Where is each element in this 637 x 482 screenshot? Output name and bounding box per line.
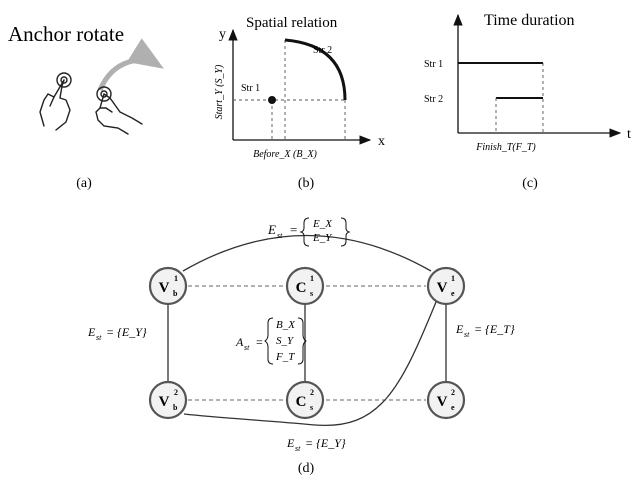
t-axis-letter: t [627,127,631,142]
panel-b-title: Spatial relation [246,15,338,31]
edge-right-label: E st = {E_T} [455,322,515,339]
rotate-arrow-icon [97,38,164,92]
c-x-label: Finish_T(F_T) [475,142,536,153]
panel-c-title: Time duration [484,12,575,29]
str2-label: Str 2 [313,45,332,56]
y-axis-label: Start_Y (S_Y) [214,64,225,119]
svg-text:E: E [87,325,96,339]
node-vb2: V 2 b [148,380,188,420]
node-vb1: V 1 b [148,266,188,306]
svg-text:E_Y: E_Y [312,232,333,244]
str2-arc [284,38,347,101]
svg-text:= {E_Y}: = {E_Y} [305,436,346,450]
svg-text:st: st [464,330,470,339]
svg-text:S_Y: S_Y [276,335,295,347]
svg-text:A: A [235,335,244,349]
c-str1-label: Str 1 [424,59,443,70]
svg-text:1: 1 [310,274,314,283]
svg-text:b: b [173,403,178,412]
panel-c: t Time duration Str 1 Str 2 Finish_T(F_T… [424,12,631,191]
svg-text:b: b [173,289,178,298]
svg-text:E: E [286,436,295,450]
svg-text:V: V [437,394,448,410]
svg-text:=: = [290,222,297,237]
svg-text:E: E [455,322,464,336]
svg-text:2: 2 [451,388,455,397]
panel-d-caption: (d) [298,461,315,476]
str1-label: Str 1 [241,83,260,94]
edge-left-label: E st = {E_Y} [87,325,147,342]
edge-bottom-label: E st = {E_Y} [286,436,346,453]
svg-text:s: s [310,289,313,298]
edge-top-label: E st = E_X E_Y [267,217,351,247]
svg-text:F_T: F_T [275,351,295,363]
svg-text:C: C [296,394,307,410]
svg-text:E_X: E_X [312,218,333,230]
svg-text:st: st [295,444,301,453]
panel-b-caption: (b) [298,176,315,191]
node-cs1: C 1 s [285,266,325,306]
svg-text:st: st [96,333,102,342]
panel-d: V 1 b C 1 s V 1 e V 2 b C 2 s [87,217,515,476]
y-axis-letter: y [219,27,226,42]
panel-a-title: Anchor rotate [8,22,124,46]
svg-text:V: V [437,280,448,296]
svg-text:= {E_Y}: = {E_Y} [106,325,147,339]
svg-text:B_X: B_X [276,319,296,331]
node-cs2: C 2 s [285,380,325,420]
svg-text:s: s [310,403,313,412]
svg-text:st: st [244,343,250,352]
svg-text:2: 2 [174,388,178,397]
node-ve1: V 1 e [426,266,466,306]
svg-text:1: 1 [174,274,178,283]
x-axis-label: Before_X (B_X) [253,149,317,160]
svg-text:V: V [159,280,170,296]
svg-text:1: 1 [451,274,455,283]
attr-mid-label: A st = B_X S_Y F_T [235,317,307,365]
hand-rotate-icon [95,86,143,135]
node-ve2: V 2 e [426,380,466,420]
x-axis-letter: x [378,134,385,149]
panel-b: y x Spatial relation Str 1 Str 2 Start_Y… [214,15,385,191]
svg-text:2: 2 [310,388,314,397]
c-str2-label: Str 2 [424,94,443,105]
svg-text:V: V [159,394,170,410]
solid-edges [167,234,447,427]
panel-a-caption: (a) [76,176,92,191]
svg-text:st: st [277,231,283,240]
svg-text:=: = [256,335,263,349]
dashed-edges [188,285,426,401]
str1-point [268,96,276,104]
svg-text:e: e [451,289,455,298]
panel-a: Anchor rotate (a) [8,22,164,191]
svg-text:e: e [451,403,455,412]
svg-text:E: E [267,222,276,237]
hand-anchor-icon [39,72,72,131]
panel-c-caption: (c) [522,176,538,191]
edge-top [182,234,432,272]
panel-b-guides [233,40,346,140]
svg-text:C: C [296,280,307,296]
edge-bottom [183,301,437,427]
svg-text:= {E_T}: = {E_T} [474,322,515,336]
